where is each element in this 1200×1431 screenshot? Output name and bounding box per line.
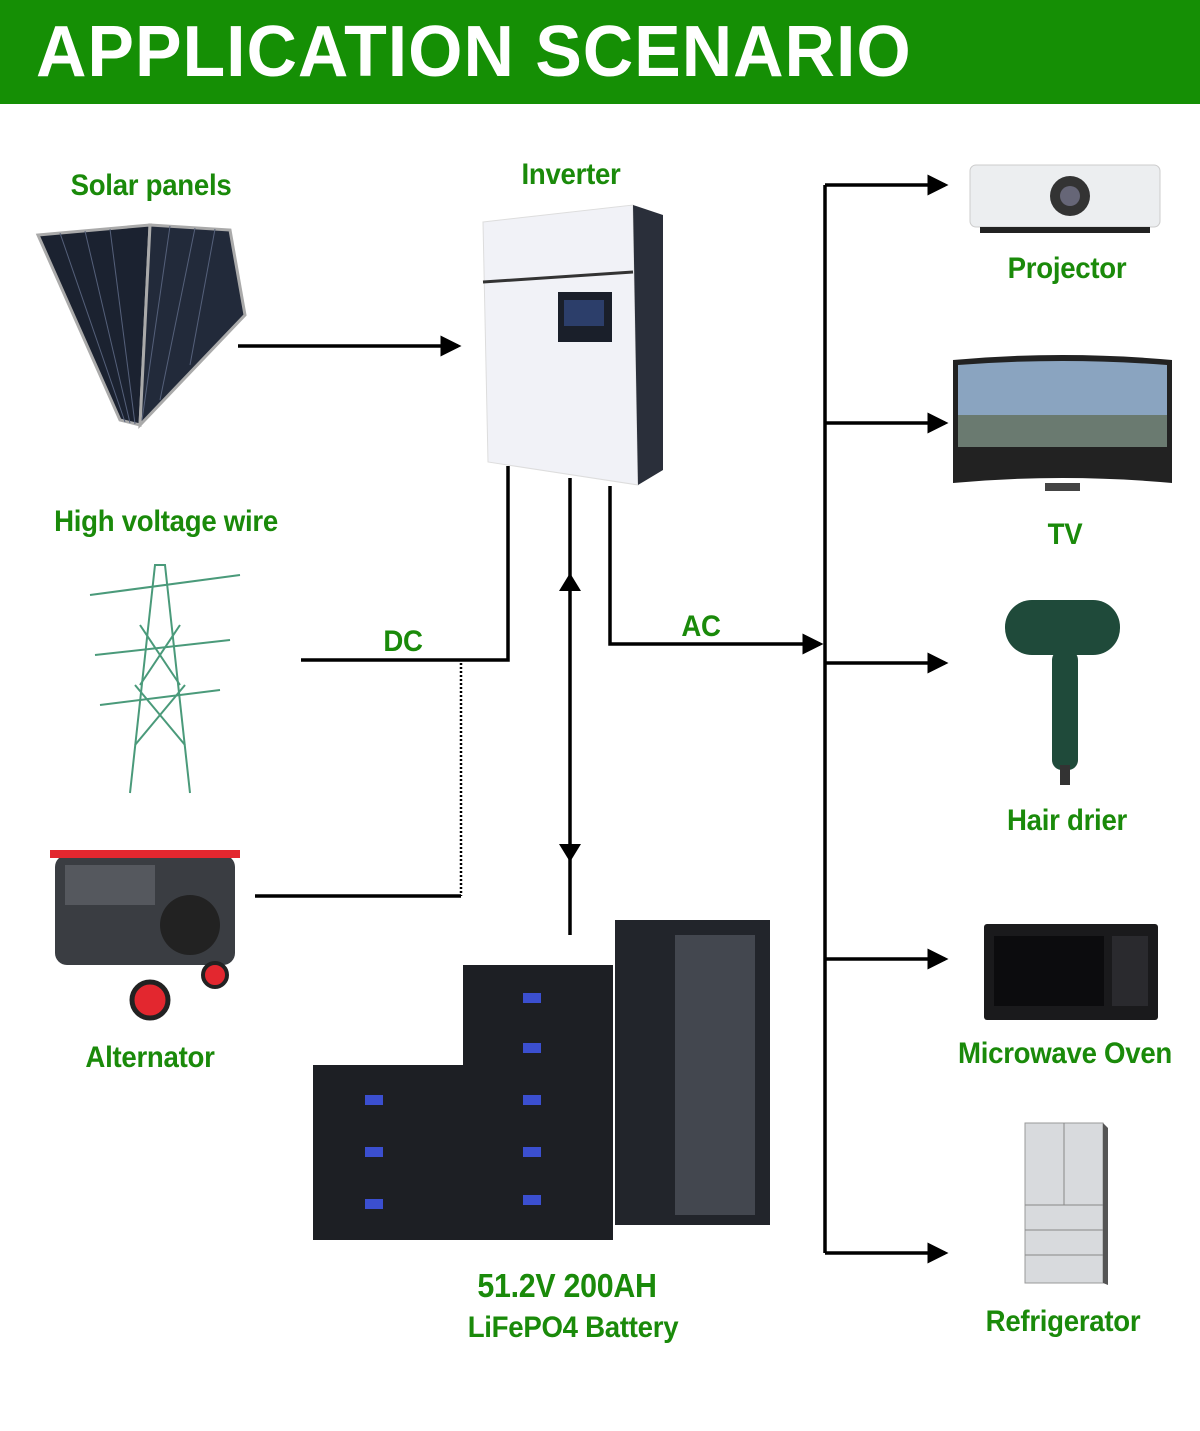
- alternator-label: Alternator: [85, 1041, 215, 1074]
- battery-cabinets-image: [313, 920, 770, 1240]
- hair-drier-label: Hair drier: [1007, 804, 1127, 837]
- arrow-down-icon: [559, 844, 581, 862]
- microwave-oven-image: [984, 924, 1158, 1020]
- tv-label: TV: [1047, 518, 1083, 551]
- refrigerator-image: [1024, 1122, 1108, 1285]
- projector-image: [969, 164, 1161, 233]
- inverter-label: Inverter: [521, 158, 621, 191]
- ac-line: [608, 486, 824, 655]
- header-banner: APPLICATION SCENARIO: [0, 0, 1200, 104]
- battery-type-label: LiFePO4 Battery: [467, 1311, 679, 1344]
- dc-line: [301, 466, 510, 662]
- refrigerator-label: Refrigerator: [985, 1305, 1141, 1338]
- microwave-oven-label: Microwave Oven: [958, 1037, 1172, 1070]
- arrow-up-icon: [559, 573, 581, 591]
- high-voltage-wire-label: High voltage wire: [54, 505, 278, 538]
- hair-drier-image: [1005, 600, 1120, 785]
- inverter-image: [482, 204, 663, 486]
- projector-label: Projector: [1007, 252, 1127, 285]
- page-title: APPLICATION SCENARIO: [36, 12, 912, 92]
- alternator-image: [50, 850, 240, 1021]
- battery-spec-label: 51.2V 200AH: [477, 1267, 657, 1304]
- dc-label: DC: [383, 625, 423, 658]
- solar-panels-label: Solar panels: [70, 169, 232, 202]
- tv-image: [953, 355, 1172, 491]
- ac-label: AC: [681, 610, 721, 643]
- high-voltage-tower-image: [89, 564, 241, 794]
- solar-panels-image: [35, 223, 247, 429]
